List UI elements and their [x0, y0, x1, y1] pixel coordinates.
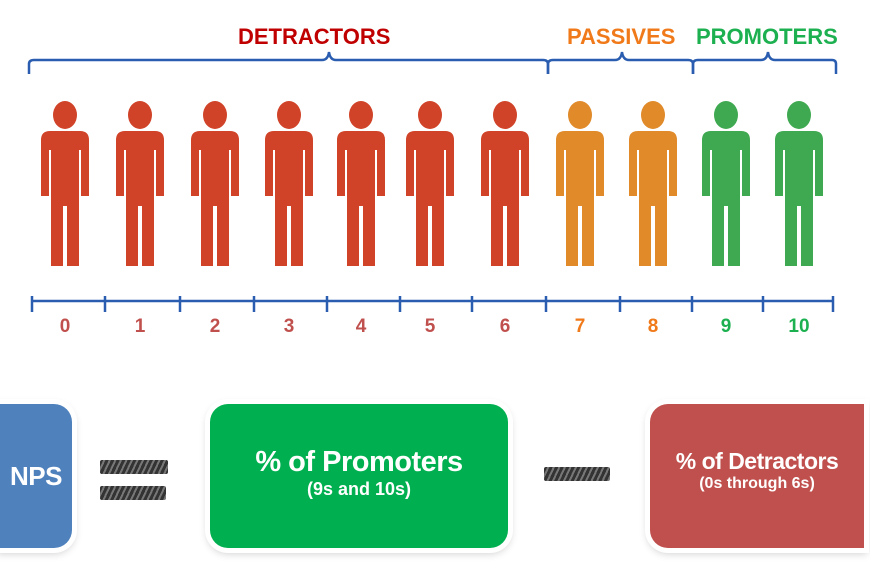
promoters-subtitle: (9s and 10s) — [306, 479, 412, 499]
detractors-label: DETRACTORS — [238, 24, 391, 49]
detractors-subtitle: (0s through 6s) — [699, 475, 815, 492]
scale-number-9: 9 — [720, 316, 732, 337]
promoters-label: PROMOTERS — [696, 24, 838, 49]
equals-sign-bottom — [100, 486, 166, 500]
scale-number-5: 5 — [424, 316, 436, 337]
nps-label: NPS — [10, 461, 62, 491]
person-icon-8 — [629, 101, 677, 266]
detractors-brace — [27, 51, 550, 74]
scale-number-4: 4 — [355, 316, 367, 337]
nps-scale-diagram — [27, 51, 838, 312]
minus-sign — [544, 467, 610, 481]
person-icon-9 — [702, 101, 750, 266]
scale-number-0: 0 — [59, 316, 71, 337]
scale-number-7: 7 — [574, 316, 586, 337]
scale-number-8: 8 — [647, 316, 659, 337]
scale-number-10: 10 — [788, 316, 810, 337]
person-icon-2 — [191, 101, 239, 266]
promoters-brace — [691, 51, 838, 74]
detractors-title: % of Detractors — [675, 448, 839, 474]
promoters-box: % of Promoters (9s and 10s) — [210, 404, 508, 548]
scale-number-1: 1 — [134, 316, 146, 337]
scale-number-6: 6 — [499, 316, 511, 337]
person-icon-1 — [116, 101, 164, 266]
person-icon-7 — [556, 101, 604, 266]
nps-box: NPS — [0, 404, 72, 548]
person-icon-5 — [406, 101, 454, 266]
person-icon-10 — [775, 101, 823, 266]
person-icon-3 — [265, 101, 313, 266]
passives-label: PASSIVES — [567, 24, 676, 49]
person-icon-4 — [337, 101, 385, 266]
scale-number-3: 3 — [283, 316, 295, 337]
scale-number-2: 2 — [209, 316, 221, 337]
person-icon-0 — [41, 101, 89, 266]
person-icon-6 — [481, 101, 529, 266]
promoters-title: % of Promoters — [255, 446, 463, 478]
passives-brace — [546, 51, 695, 74]
equals-sign-top — [100, 460, 168, 474]
detractors-box: % of Detractors (0s through 6s) — [650, 404, 864, 548]
